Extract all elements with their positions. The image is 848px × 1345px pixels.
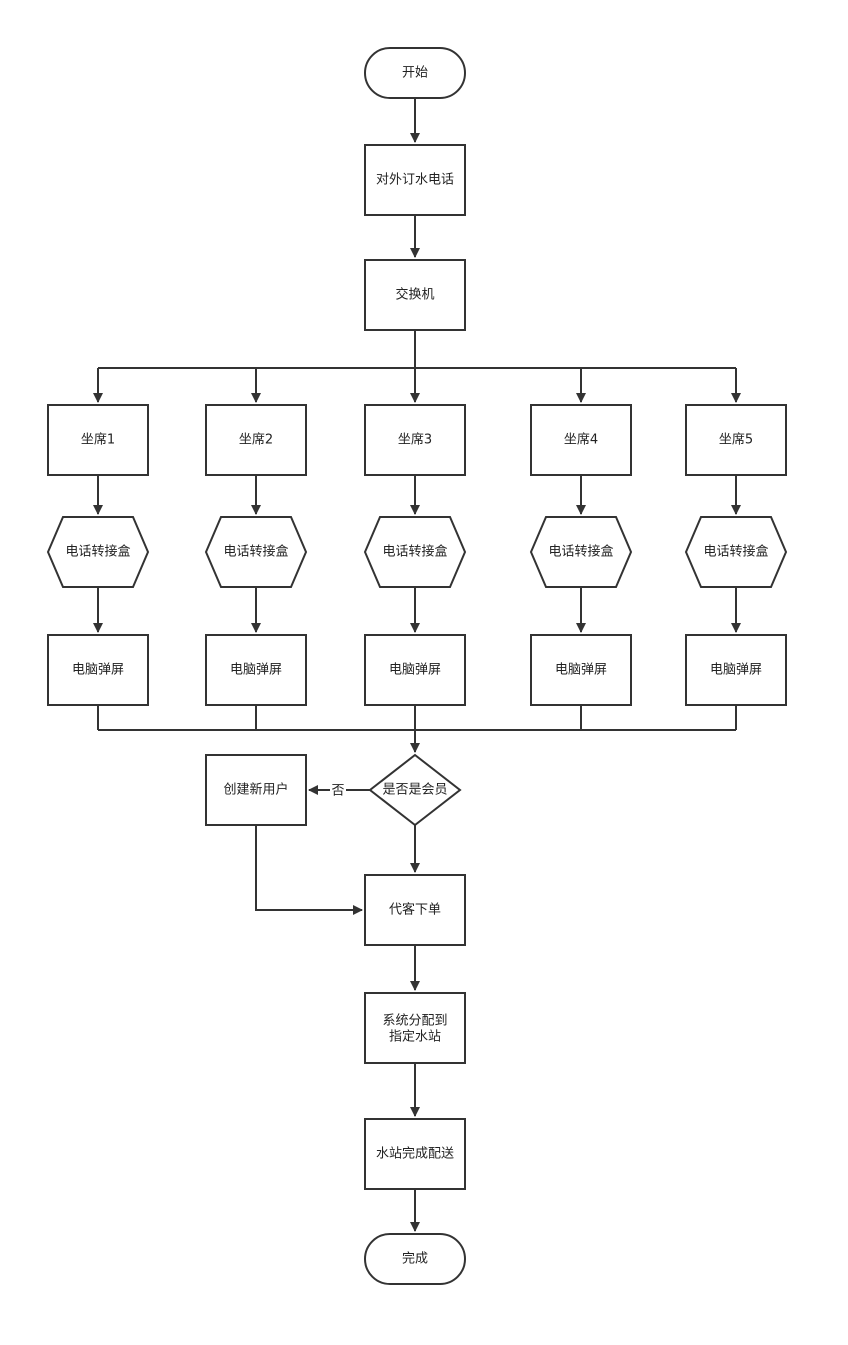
node-end: 完成 (364, 1233, 466, 1285)
node-external-call: 对外订水电话 (364, 144, 466, 216)
hexagon-shape (529, 516, 633, 588)
edge-no-label: 否 (331, 784, 344, 799)
node-is-member-label: 是否是会员 (382, 783, 447, 798)
node-start: 开始 (364, 47, 466, 99)
node-popup-4-label: 电脑弹屏 (555, 663, 607, 678)
node-start-label: 开始 (402, 66, 428, 81)
node-seat-2: 坐席2 (205, 404, 307, 476)
process-shape (530, 404, 632, 476)
node-adapter-3-label: 电话转接盒 (382, 544, 447, 560)
node-create-user: 创建新用户 (205, 754, 307, 826)
node-seat-5: 坐席5 (685, 404, 787, 476)
node-deliver-label: 水站完成配送 (376, 1147, 454, 1162)
process-shape (364, 144, 466, 216)
node-popup-1: 电脑弹屏 (47, 634, 149, 706)
node-popup-2: 电脑弹屏 (205, 634, 307, 706)
node-popup-1-label: 电脑弹屏 (72, 663, 124, 678)
node-assign-station-label-line2: 指定水站 (389, 1030, 441, 1045)
process-shape (205, 404, 307, 476)
node-adapter-3: 电话转接盒 (363, 516, 467, 588)
process-shape (205, 754, 307, 826)
hexagon-shape (684, 516, 788, 588)
node-seat-4-label: 坐席4 (564, 432, 598, 448)
node-place-order: 代客下单 (364, 874, 466, 946)
process-shape (364, 992, 466, 1064)
node-create-user-label: 创建新用户 (223, 782, 288, 798)
process-shape (364, 634, 466, 706)
process-shape (364, 874, 466, 946)
node-seat-2-label: 坐席2 (239, 432, 273, 448)
node-switchboard-label: 交换机 (395, 287, 434, 303)
node-adapter-5-label: 电话转接盒 (703, 544, 768, 560)
process-shape (685, 404, 787, 476)
node-end-label: 完成 (402, 1252, 428, 1267)
hexagon-shape (204, 516, 308, 588)
process-shape (47, 404, 149, 476)
node-popup-3-label: 电脑弹屏 (389, 663, 441, 678)
node-assign-station-label-line1: 系统分配到 (382, 1014, 447, 1029)
node-assign-station: 系统分配到 指定水站 (364, 992, 466, 1064)
node-deliver: 水站完成配送 (364, 1118, 466, 1190)
edges (93, 98, 741, 1232)
process-shape (364, 1118, 466, 1190)
hexagon-shape (46, 516, 150, 588)
node-popup-5-label: 电脑弹屏 (710, 663, 762, 678)
node-adapter-4: 电话转接盒 (529, 516, 633, 588)
node-seat-5-label: 坐席5 (719, 432, 753, 448)
node-adapter-2-label: 电话转接盒 (223, 544, 288, 560)
process-shape (205, 634, 307, 706)
process-shape (685, 634, 787, 706)
node-is-member: 是否是会员 (368, 753, 462, 827)
node-seat-1: 坐席1 (47, 404, 149, 476)
process-shape (364, 404, 466, 476)
process-shape (364, 259, 466, 331)
node-popup-5: 电脑弹屏 (685, 634, 787, 706)
node-adapter-1: 电话转接盒 (46, 516, 150, 588)
node-seat-3-label: 坐席3 (398, 432, 432, 448)
node-adapter-1-label: 电话转接盒 (65, 544, 130, 560)
node-seat-3: 坐席3 (364, 404, 466, 476)
node-adapter-5: 电话转接盒 (684, 516, 788, 588)
node-popup-3: 电脑弹屏 (364, 634, 466, 706)
node-seat-1-label: 坐席1 (81, 432, 115, 448)
edge-no-label-bg (330, 781, 346, 799)
node-external-call-label: 对外订水电话 (376, 173, 454, 188)
node-adapter-4-label: 电话转接盒 (548, 544, 613, 560)
node-seat-4: 坐席4 (530, 404, 632, 476)
edge-create-user-to-order (255, 825, 363, 915)
node-switchboard: 交换机 (364, 259, 466, 331)
node-popup-2-label: 电脑弹屏 (230, 663, 282, 678)
node-adapter-2: 电话转接盒 (204, 516, 308, 588)
terminator-shape (364, 1233, 466, 1285)
process-shape (47, 634, 149, 706)
process-shape (530, 634, 632, 706)
hexagon-shape (363, 516, 467, 588)
node-popup-4: 电脑弹屏 (530, 634, 632, 706)
node-place-order-label: 代客下单 (389, 902, 441, 918)
decision-diamond-shape (368, 753, 462, 827)
terminator-shape (364, 47, 466, 99)
